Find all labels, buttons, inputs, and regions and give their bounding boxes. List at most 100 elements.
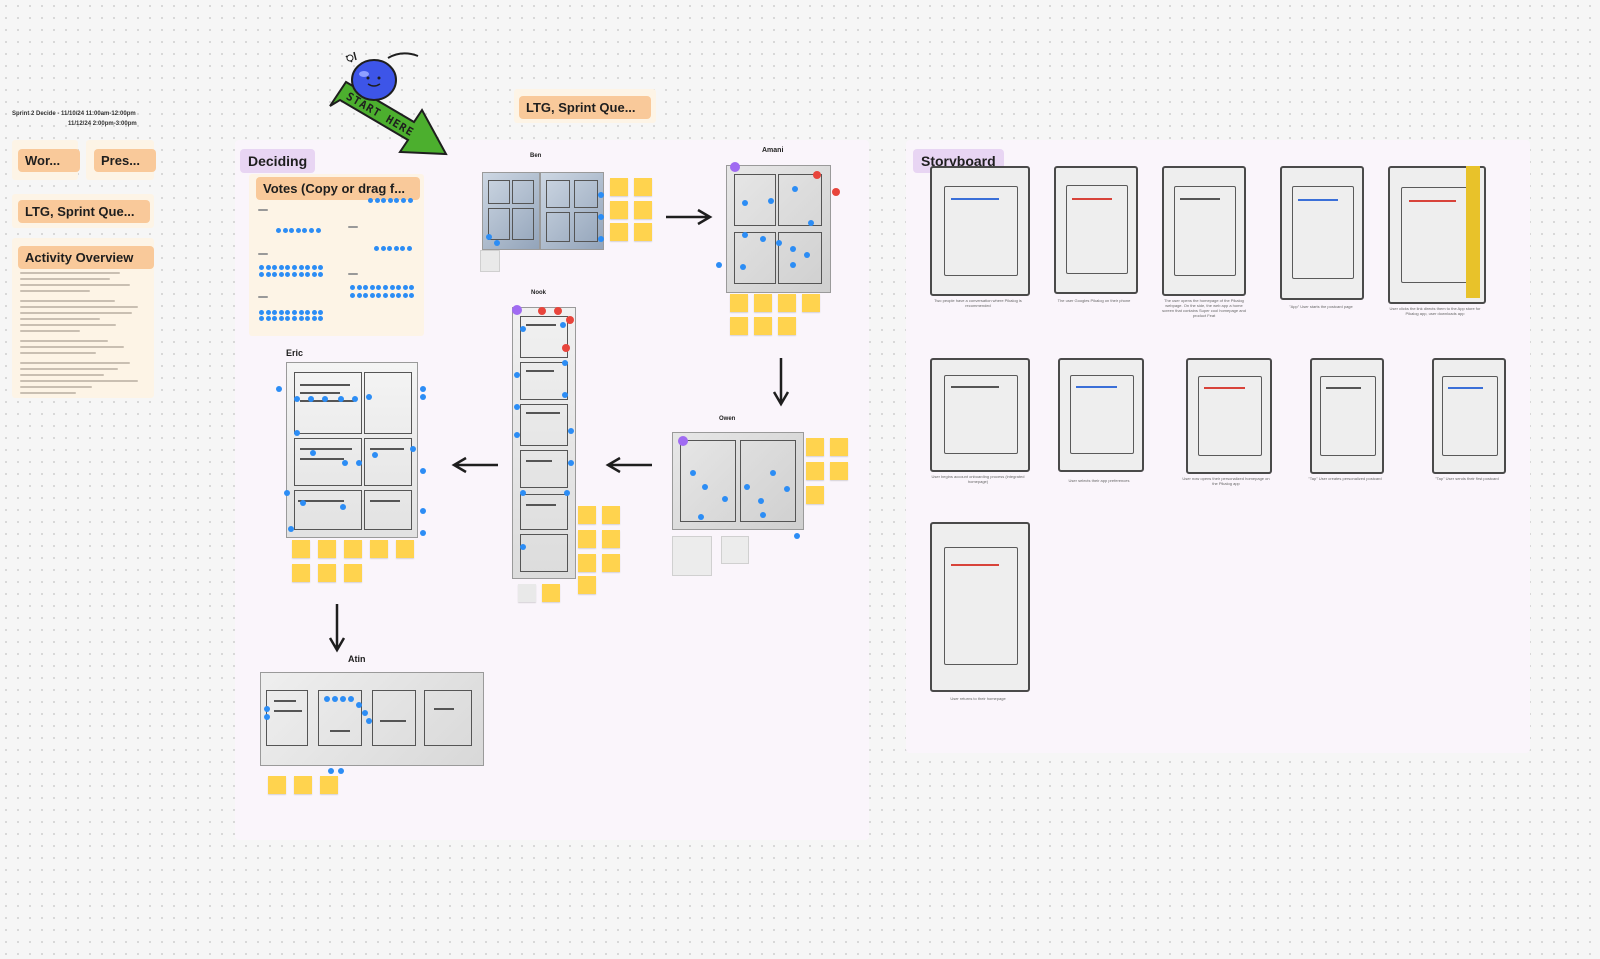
sticky-note[interactable] (778, 294, 796, 312)
storyboard-frame[interactable] (1162, 166, 1246, 296)
sticky-note[interactable] (292, 540, 310, 558)
ben-sketch-2[interactable] (540, 172, 604, 250)
vote-dot (318, 310, 324, 315)
owen-note-2[interactable] (721, 536, 749, 564)
chip-wor[interactable]: Wor... (18, 149, 80, 172)
sticky-note[interactable] (294, 776, 312, 794)
owen-note-1[interactable] (672, 536, 712, 576)
activity-line (20, 306, 138, 308)
sticky-note[interactable] (396, 540, 414, 558)
owen-sketch[interactable] (672, 432, 804, 530)
sticky-note[interactable] (602, 506, 620, 524)
chip-ltg-sidebar[interactable]: LTG, Sprint Que... (18, 200, 150, 223)
sticky-note[interactable] (754, 317, 772, 335)
sticky-note[interactable] (730, 317, 748, 335)
sticky-note[interactable] (578, 530, 596, 548)
sticky-note[interactable] (320, 776, 338, 794)
storyboard-frame[interactable] (930, 358, 1030, 472)
vote-dot (790, 262, 796, 268)
storyboard-frame-sketch (943, 185, 1019, 276)
storyboard-frame[interactable] (930, 166, 1030, 296)
sticky-note[interactable] (602, 530, 620, 548)
activity-line (20, 368, 118, 370)
sticky-note[interactable] (634, 178, 652, 196)
vote-dot (311, 310, 317, 315)
sticky-note[interactable] (318, 540, 336, 558)
sticky-note[interactable] (578, 554, 596, 572)
sticky-note[interactable] (806, 462, 824, 480)
storyboard-frame[interactable] (1054, 166, 1138, 294)
storyboard-frame[interactable] (1432, 358, 1506, 474)
vote-dot (356, 702, 362, 708)
label-ben: Ben (530, 153, 542, 159)
sticky-note[interactable] (802, 294, 820, 312)
vote-dot (744, 484, 750, 490)
sticky-note[interactable] (830, 438, 848, 456)
sticky-note[interactable] (610, 201, 628, 219)
ben-note-card[interactable] (480, 250, 500, 272)
vote-dot (278, 265, 284, 270)
storyboard-frame[interactable] (1058, 358, 1144, 472)
sticky-note[interactable] (634, 201, 652, 219)
storyboard-frame[interactable] (1310, 358, 1384, 474)
storyboard-caption: Two people have a conversation where Pik… (934, 298, 1022, 308)
start-here-sticker: START HERE (326, 48, 450, 168)
storyboard-frame-highlight (1072, 197, 1112, 200)
sticky-note[interactable] (518, 584, 536, 602)
vote-dot (272, 265, 278, 270)
sticky-note[interactable] (754, 294, 772, 312)
sketch-stroke (274, 710, 302, 712)
sticky-note[interactable] (806, 438, 824, 456)
vote-dot (722, 496, 728, 502)
sticky-note[interactable] (370, 540, 388, 558)
vote-dot (389, 293, 395, 298)
sticky-note[interactable] (634, 223, 652, 241)
vote-dot (292, 265, 297, 270)
sticky-note[interactable] (610, 223, 628, 241)
sticky-note[interactable] (610, 178, 628, 196)
sticky-note[interactable] (806, 486, 824, 504)
sticky-note[interactable] (344, 564, 362, 582)
sticky-note[interactable] (578, 506, 596, 524)
vote-dot (598, 236, 604, 242)
sticky-note[interactable] (602, 554, 620, 572)
activity-line (20, 352, 96, 354)
vote-dot (389, 285, 395, 290)
sticky-note[interactable] (578, 576, 596, 594)
vote-dot (598, 192, 604, 198)
sketch-stroke (370, 448, 404, 450)
sticky-note[interactable] (268, 776, 286, 794)
sticky-note[interactable] (344, 540, 362, 558)
storyboard-frame[interactable] (930, 522, 1030, 692)
storyboard-frame[interactable] (1280, 166, 1364, 300)
vote-dot (514, 372, 520, 378)
chip-pres[interactable]: Pres... (94, 149, 156, 172)
sticky-note[interactable] (830, 462, 848, 480)
sketch-mark (546, 212, 570, 242)
vote-dot (311, 272, 317, 277)
nook-sketch[interactable] (512, 307, 576, 579)
avatar-marker[interactable] (512, 305, 522, 315)
vote-dot (285, 310, 291, 315)
sticky-note[interactable] (730, 294, 748, 312)
sticky-note[interactable] (778, 317, 796, 335)
avatar-marker[interactable] (730, 162, 740, 172)
avatar-marker[interactable] (678, 436, 688, 446)
storyboard-frame[interactable] (1186, 358, 1272, 474)
sticky-note[interactable] (542, 584, 560, 602)
chip-activity-overview[interactable]: Activity Overview (18, 246, 154, 269)
session-title: Sprint 2 Decide - 11/10/24 11:00am-12:00… (12, 111, 136, 117)
vote-dot (794, 533, 800, 539)
vote-dot (288, 526, 294, 532)
chip-ltg-header[interactable]: LTG, Sprint Que... (519, 96, 651, 119)
eric-sketch[interactable] (286, 362, 418, 538)
deciding-label[interactable]: Deciding (240, 149, 316, 173)
vote-dot (562, 392, 568, 398)
sketch-stroke (300, 384, 350, 386)
sticky-note[interactable] (292, 564, 310, 582)
activity-line (20, 318, 100, 320)
vote-dot (294, 396, 300, 402)
storyboard-frame-sketch (1291, 186, 1355, 280)
sticky-note[interactable] (318, 564, 336, 582)
chip-votes[interactable]: Votes (Copy or drag f... (256, 177, 420, 200)
